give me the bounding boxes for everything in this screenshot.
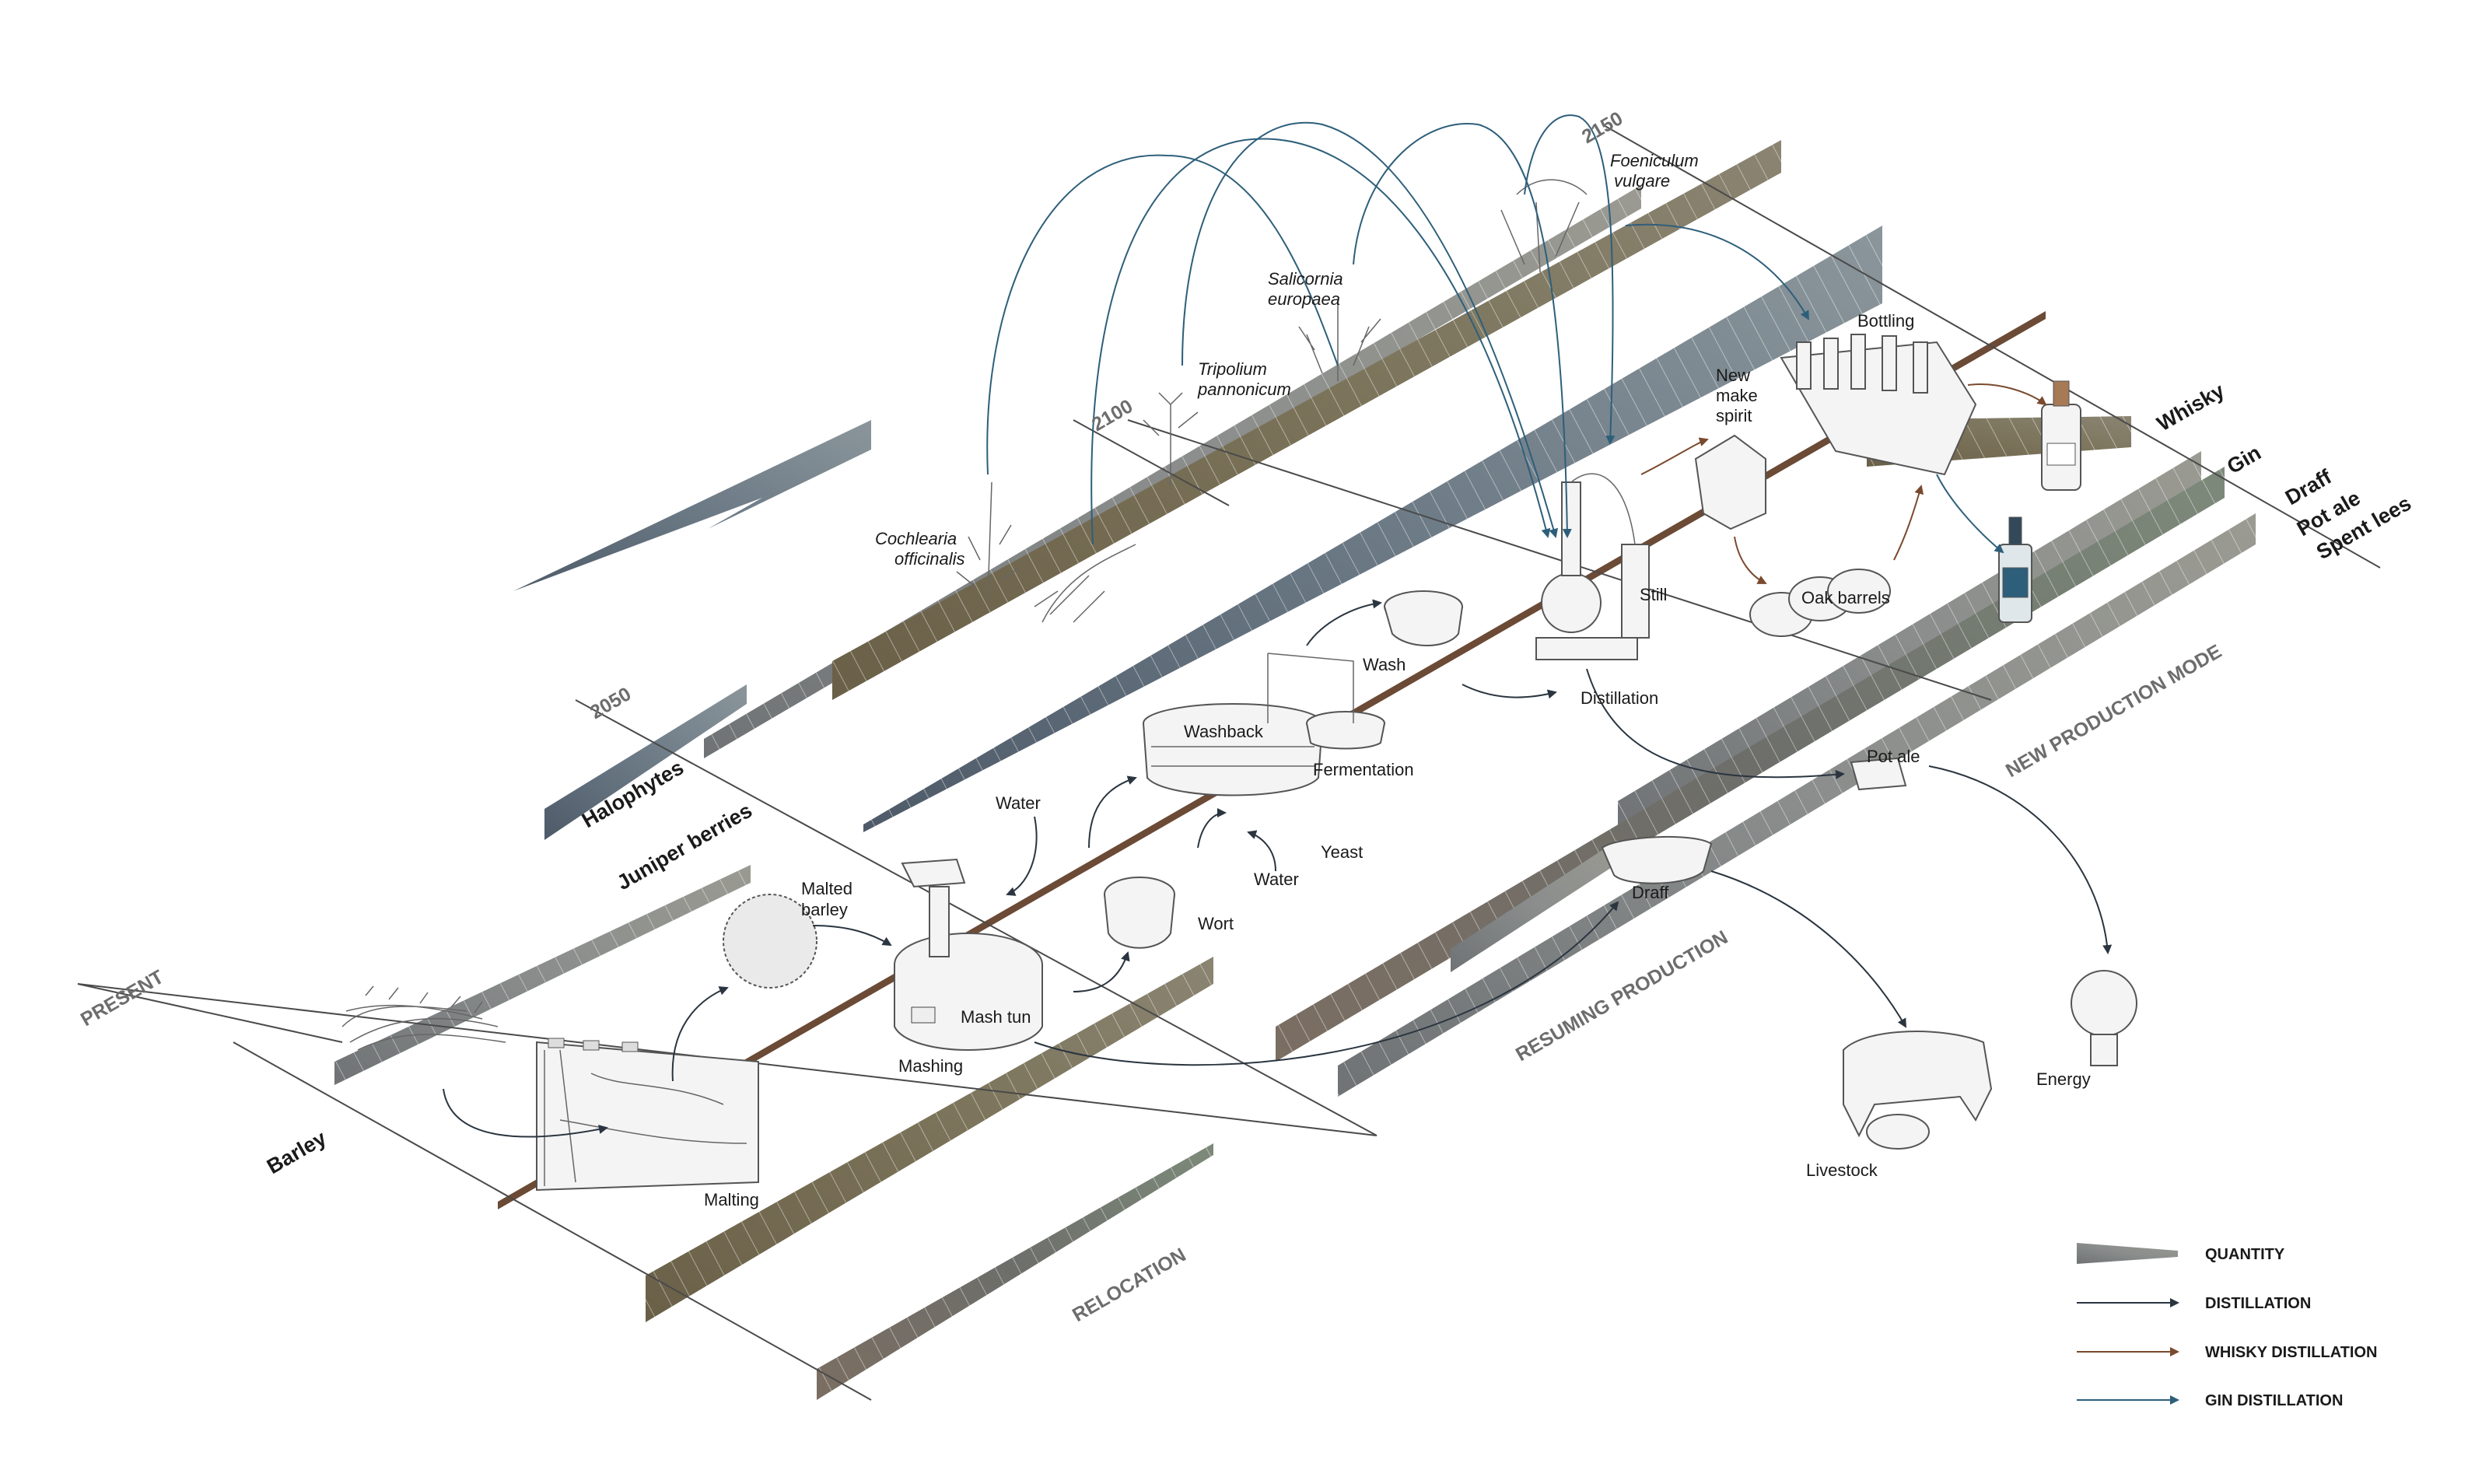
salicornia-illustration xyxy=(1298,303,1381,381)
tripolium-illustration xyxy=(1143,392,1199,486)
label-cochlearia-2: officinalis xyxy=(894,549,964,569)
label-gin: Gin xyxy=(2223,441,2265,478)
label-tripolium-2: pannonicum xyxy=(1197,380,1291,399)
label-yeast: Yeast xyxy=(1321,842,1363,862)
label-mash-tun: Mash tun xyxy=(961,1007,1031,1027)
still-illustration xyxy=(1535,473,1650,660)
plant-labels: Cochlearia officinalis Tripolium pannoni… xyxy=(875,151,1699,569)
gin-bottle-illustration xyxy=(1998,516,2032,623)
label-oak-barrels: Oak barrels xyxy=(1801,588,1890,607)
label-draff: Draff xyxy=(1632,883,1669,902)
label-malted-barley-2: barley xyxy=(801,900,848,919)
legend-quantity-label: QUANTITY xyxy=(2205,1246,2285,1263)
label-distillation: Distillation xyxy=(1581,688,1658,708)
washback-illustration xyxy=(1143,653,1385,796)
whisky-bottle-illustration xyxy=(2041,380,2081,491)
label-water-2: Water xyxy=(1254,870,1299,889)
flow-arrows xyxy=(443,114,2113,1138)
label-pot-ale: Pot ale xyxy=(1867,747,1920,766)
label-tripolium-1: Tripolium xyxy=(1198,359,1267,379)
label-foeniculum-2: vulgare xyxy=(1614,171,1670,191)
label-malting: Malting xyxy=(704,1190,759,1209)
pot-ale-illustration xyxy=(1850,757,1907,791)
band-lower-right xyxy=(1451,840,1618,972)
barley-sheaf-illustration xyxy=(341,985,506,1051)
process-labels: Malted barley Malting Mash tun Mashing W… xyxy=(704,311,2091,1209)
label-2150: 2150 xyxy=(1578,107,1626,148)
label-wort: Wort xyxy=(1198,914,1234,933)
band-juniper xyxy=(544,684,747,840)
legend: QUANTITY DISTILLATION WHISKY DISTILLATIO… xyxy=(2077,1243,2377,1409)
label-fermentation: Fermentation xyxy=(1313,760,1414,779)
legend-distillation-label: DISTILLATION xyxy=(2205,1295,2311,1312)
livestock-illustration xyxy=(1843,1031,1993,1150)
label-foeniculum-1: Foeniculum xyxy=(1610,151,1699,170)
label-energy: Energy xyxy=(2036,1069,2091,1089)
wort-vessel-illustration xyxy=(1104,877,1175,949)
foeniculum-illustration xyxy=(1500,179,1588,273)
label-bottling: Bottling xyxy=(1857,311,1914,331)
draff-illustration xyxy=(1601,835,1713,884)
label-still: Still xyxy=(1640,585,1667,604)
label-washback: Washback xyxy=(1184,722,1264,741)
label-new-make-1: New xyxy=(1716,366,1750,385)
malted-barley-illustration xyxy=(723,894,817,989)
label-water-1: Water xyxy=(996,793,1041,813)
label-barley: Barley xyxy=(263,1126,331,1178)
sketches xyxy=(341,179,2137,1192)
energy-bulb-illustration xyxy=(2071,970,2137,1066)
label-2050: 2050 xyxy=(586,683,635,723)
mash-tun-illustration xyxy=(894,858,1043,1051)
label-relocation: RELOCATION xyxy=(1069,1244,1190,1326)
label-livestock: Livestock xyxy=(1806,1160,1878,1180)
bottling-illustration xyxy=(1780,334,1977,476)
wash-vessel-illustration xyxy=(1384,590,1463,646)
label-whisky: Whisky xyxy=(2153,379,2228,436)
label-malted-barley-1: Malted xyxy=(801,879,852,898)
label-cochlearia-1: Cochlearia xyxy=(875,529,957,548)
new-make-spirit-illustration xyxy=(1694,434,1766,530)
halophyte-shrub-illustration xyxy=(1034,544,1136,623)
legend-gin-label: GIN DISTILLATION xyxy=(2205,1392,2343,1409)
legend-whisky-label: WHISKY DISTILLATION xyxy=(2205,1344,2377,1361)
label-new-make-2: make xyxy=(1716,386,1758,405)
legend-quantity-swatch xyxy=(2077,1243,2178,1264)
label-salicornia-1: Salicornia xyxy=(1268,269,1343,289)
band-juniper-left xyxy=(513,420,871,591)
label-mashing: Mashing xyxy=(898,1056,963,1076)
malting-illustration xyxy=(536,1038,759,1192)
label-new-make-3: spirit xyxy=(1716,406,1752,425)
quantity-bands xyxy=(334,140,2256,1400)
label-wash: Wash xyxy=(1363,655,1406,674)
label-present: PRESENT xyxy=(77,966,167,1031)
label-salicornia-2: europaea xyxy=(1268,289,1340,309)
oak-barrels-illustration xyxy=(1749,569,1891,637)
cochlearia-illustration xyxy=(956,481,1020,600)
